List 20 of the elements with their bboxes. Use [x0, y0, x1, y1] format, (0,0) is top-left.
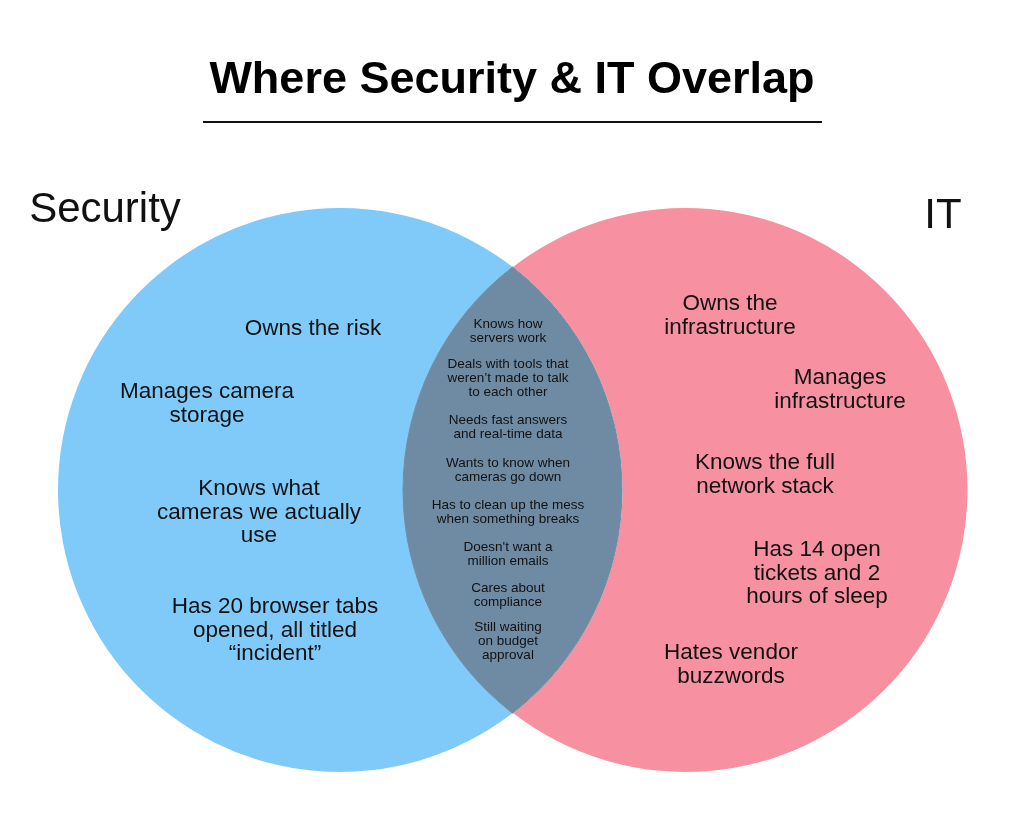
- trait-text: Knows what cameras we actually use: [156, 476, 362, 547]
- trait-text: Knows the full network stack: [693, 450, 837, 498]
- trait-text: Has 14 open tickets and 2 hours of sleep: [745, 537, 889, 608]
- trait-text: Hates vendor buzzwords: [663, 640, 799, 688]
- trait-text: Still waiting on budget approval: [473, 620, 543, 663]
- trait-text: Cares about compliance: [470, 581, 546, 610]
- trait-text: Has 20 browser tabs opened, all titled “incident”: [170, 594, 380, 665]
- trait-text: Manages infrastructure: [773, 365, 907, 413]
- trait-text: Wants to know when cameras go down: [444, 456, 572, 485]
- set-label: Security: [28, 186, 182, 231]
- trait-text: Owns the risk: [243, 316, 383, 340]
- diagram-title: Where Security & IT Overlap: [208, 52, 816, 104]
- trait-text: Has to clean up the mess when something breaks: [430, 498, 586, 527]
- trait-text: Deals with tools that weren’t made to talk to each other: [446, 357, 570, 400]
- trait-text: Owns the infrastructure: [663, 291, 797, 339]
- trait-text: Knows how servers work: [468, 317, 548, 346]
- trait-text: Manages camera storage: [119, 379, 295, 427]
- trait-text: Needs fast answers and real-time data: [447, 413, 569, 442]
- trait-text: Doesn't want a million emails: [462, 540, 554, 569]
- set-label: IT: [923, 192, 963, 237]
